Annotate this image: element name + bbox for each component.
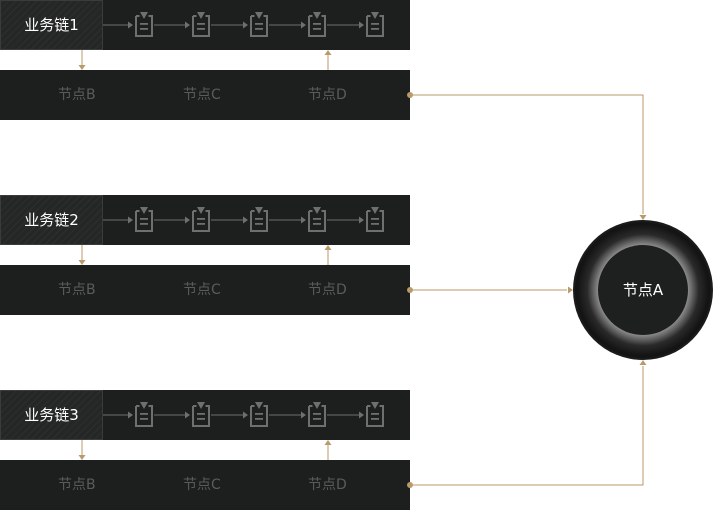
business-chain-2: 业务链2 节点B 节点C 节点D	[0, 195, 413, 315]
node-b-label[interactable]: 节点B	[58, 477, 96, 493]
node-d-label[interactable]: 节点D	[308, 282, 347, 298]
clipboard-icon	[135, 12, 153, 37]
clipboard-icon	[192, 402, 210, 427]
node-c-label[interactable]: 节点C	[183, 87, 221, 103]
flow-arrowhead	[359, 21, 364, 29]
link-chain-3-to-hub	[410, 366, 644, 486]
chain-bottom-bar: 节点B 节点C 节点D	[0, 460, 410, 510]
clipboard-icon	[135, 402, 153, 427]
chain-connectors	[78, 402, 413, 488]
node-b-label[interactable]: 节点B	[58, 87, 96, 103]
clipboard-icon	[308, 207, 326, 232]
clipboard-icon	[250, 12, 268, 37]
clipboard-icon	[135, 207, 153, 232]
clipboard-icon	[308, 12, 326, 37]
clipboard-icon	[192, 12, 210, 37]
down-arrowhead	[78, 260, 86, 265]
business-chain-1: 业务链1 节点B 节点C 节点D	[0, 0, 413, 120]
down-arrowhead	[78, 65, 86, 70]
flow-arrowhead	[301, 216, 306, 224]
chain-connectors	[78, 207, 413, 293]
flow-arrowhead	[185, 411, 190, 419]
hub-node-a[interactable]: 节点A	[573, 220, 713, 360]
output-dot	[407, 287, 413, 293]
output-dot	[407, 92, 413, 98]
up-arrowhead	[324, 50, 332, 55]
chain-bottom-bar: 节点B 节点C 节点D	[0, 265, 410, 315]
clipboard-icon	[250, 207, 268, 232]
clipboard-icon	[192, 207, 210, 232]
flow-arrowhead	[128, 411, 133, 419]
chain-label[interactable]: 业务链3	[0, 390, 103, 440]
node-c-label[interactable]: 节点C	[183, 282, 221, 298]
node-d-label[interactable]: 节点D	[308, 477, 347, 493]
flow-arrowhead	[301, 411, 306, 419]
chain-bottom-bar: 节点B 节点C 节点D	[0, 70, 410, 120]
node-c-label[interactable]: 节点C	[183, 477, 221, 493]
flow-arrowhead	[301, 21, 306, 29]
hub-label: 节点A	[598, 245, 688, 335]
business-chain-3: 业务链3 节点B 节点C 节点D	[0, 390, 413, 510]
node-b-label[interactable]: 节点B	[58, 282, 96, 298]
flow-arrowhead	[128, 216, 133, 224]
flow-arrowhead	[243, 411, 248, 419]
chain-top-bar: 业务链3	[0, 390, 410, 440]
clipboard-icon	[308, 402, 326, 427]
clipboard-icon	[366, 207, 384, 232]
flow-arrowhead	[185, 21, 190, 29]
link-chain-1-to-hub	[410, 94, 644, 214]
clipboard-icon	[366, 402, 384, 427]
link-arrowhead	[639, 360, 647, 365]
flow-arrowhead	[359, 411, 364, 419]
up-arrowhead	[324, 245, 332, 250]
flow-arrowhead	[185, 216, 190, 224]
chain-label[interactable]: 业务链2	[0, 195, 103, 245]
down-arrowhead	[78, 455, 86, 460]
chain-label[interactable]: 业务链1	[0, 0, 103, 50]
clipboard-icon	[366, 12, 384, 37]
chain-connectors	[78, 12, 413, 98]
flow-arrowhead	[243, 216, 248, 224]
flow-arrowhead	[128, 21, 133, 29]
flow-arrowhead	[243, 21, 248, 29]
flow-arrowhead	[359, 216, 364, 224]
output-dot	[407, 482, 413, 488]
clipboard-icon	[250, 402, 268, 427]
up-arrowhead	[324, 440, 332, 445]
node-d-label[interactable]: 节点D	[308, 87, 347, 103]
